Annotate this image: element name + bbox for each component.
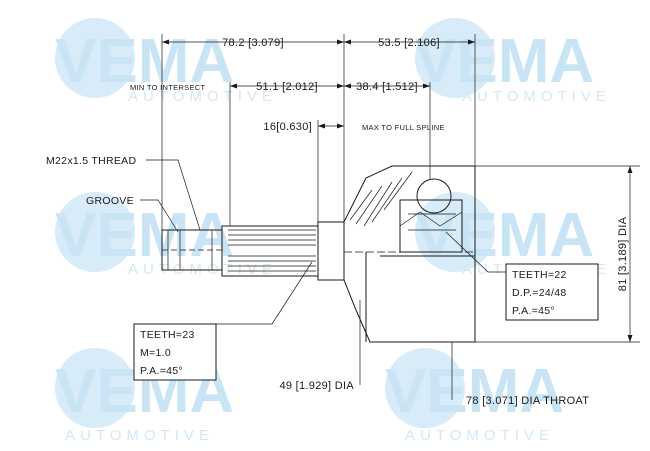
watermark-brand: VEMA: [55, 27, 234, 96]
right-box-diametral-pitch: D.P.=24/48: [512, 287, 566, 299]
dim-max-full-spline: MAX TO FULL SPLINE: [362, 123, 445, 132]
left-box-pressure-angle: P.A.=45°: [140, 365, 183, 377]
dim-outer-dia: 81 [3.189] DIA: [617, 216, 629, 291]
dim-throat-dia: 78 [3.071] DIA THROAT: [466, 395, 589, 407]
watermark-sub: AUTOMOTIVE: [65, 427, 214, 444]
watermark-brand: VEMA: [385, 357, 564, 426]
cv-joint-body: [161, 34, 640, 343]
watermark-logo-circle: [55, 18, 135, 98]
watermark-group: VEMA AUTOMOTIVE VEMA AUTOMOTIVE VEMA AUT…: [55, 18, 611, 444]
spline-hatching: [228, 229, 316, 272]
right-spec-box: TEETH=22 D.P.=24/48 P.A.=45°: [505, 263, 599, 321]
leaders: [140, 159, 506, 325]
dim-min-intersect-value: 51.1 [2.012]: [256, 81, 318, 93]
watermark-sub: AUTOMOTIVE: [128, 88, 277, 105]
dim-overall-right: 53.5 [2.106]: [378, 37, 440, 49]
dim-shaft-dia: 49 [1.929] DIA: [279, 380, 354, 392]
dim-spline-length: 16[0.630]: [263, 121, 312, 133]
watermark-brand: VEMA: [55, 201, 234, 270]
dimension-lines: [162, 39, 633, 400]
right-box-pressure-angle: P.A.=45°: [512, 305, 555, 317]
watermark-brand: VEMA: [415, 201, 594, 270]
watermark-logo-circle: [385, 348, 465, 428]
dim-right-upper: 38.4 [1.512]: [356, 81, 418, 93]
left-spec-box: TEETH=23 M=1.0 P.A.=45°: [133, 323, 217, 381]
watermark-brand: VEMA: [415, 27, 594, 96]
left-box-module: M=1.0: [140, 347, 171, 359]
shaft-collar: [317, 221, 345, 281]
dim-min-intersect-label: MIN TO INTERSECT: [130, 83, 205, 92]
dim-overall-left: 78.2 [3.079]: [222, 37, 284, 49]
groove-label: GROOVE: [86, 195, 134, 207]
left-box-teeth: TEETH=23: [140, 329, 195, 341]
watermark-logo-circle: [55, 348, 135, 428]
ball-cage: [416, 178, 452, 214]
thread-label: M22x1.5 THREAD: [46, 155, 136, 167]
housing-section-hatch: [349, 171, 413, 227]
watermark-sub: AUTOMOTIVE: [405, 427, 554, 444]
right-box-teeth: TEETH=22: [512, 269, 567, 281]
watermark-sub: AUTOMOTIVE: [462, 88, 611, 105]
watermark-logo-circle: [55, 192, 135, 272]
